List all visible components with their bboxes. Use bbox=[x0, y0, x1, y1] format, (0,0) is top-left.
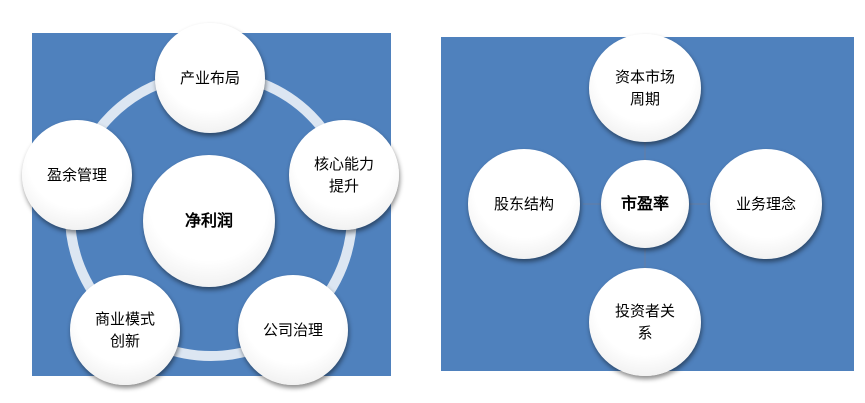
node-capital-market-cycle: 资本市场 周期 bbox=[589, 34, 701, 142]
node-pe-ratio: 市盈率 bbox=[601, 160, 689, 248]
node-net-profit: 净利润 bbox=[143, 155, 275, 287]
node-investor-relations: 投资者关 系 bbox=[589, 268, 701, 376]
node-business-model: 商业模式 创新 bbox=[70, 275, 180, 385]
node-corporate-governance: 公司治理 bbox=[238, 275, 348, 385]
node-industry-layout: 产业布局 bbox=[155, 23, 265, 133]
node-earnings-management: 盈余管理 bbox=[22, 120, 132, 230]
node-core-capability: 核心能力 提升 bbox=[289, 120, 399, 230]
node-business-philosophy: 业务理念 bbox=[710, 149, 822, 259]
node-shareholder-structure: 股东结构 bbox=[468, 149, 580, 259]
